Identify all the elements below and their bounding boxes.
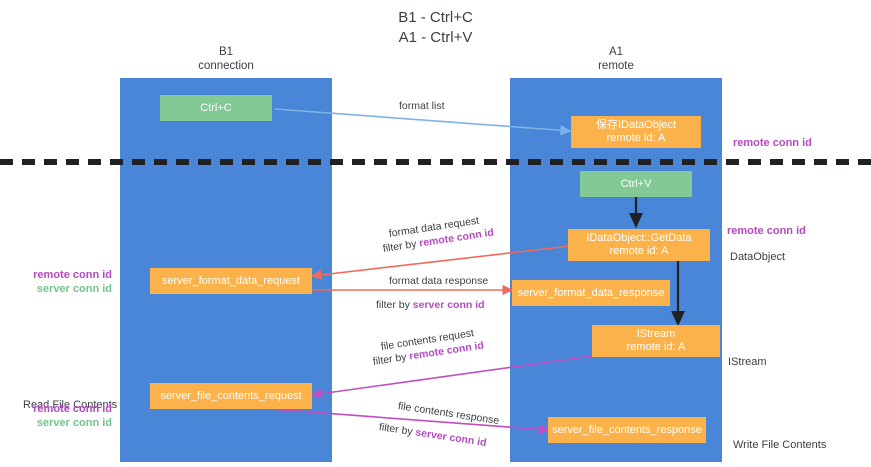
filter-prefix: filter by: [378, 421, 417, 439]
filter-key-server-conn-id: server conn id: [412, 299, 485, 311]
edge-label-format-data-response-text: format data response: [389, 275, 489, 287]
node-save-idataobject-label: 保存IDataObject remote id: A: [595, 119, 677, 144]
node-idataobject-getdata-label: IDataObject::GetData remote id: A: [586, 232, 692, 257]
annotation-left-read-file-contents: Read File Contents: [23, 384, 117, 412]
node-server-format-data-response[interactable]: server_format_data_response: [512, 280, 670, 306]
diagram-title: B1 - Ctrl+C A1 - Ctrl+V: [398, 9, 473, 46]
annotation-left-conn-ids-2: remote conn id server conn id: [0, 402, 112, 430]
filter-key-server-conn-id: server conn id: [414, 426, 488, 449]
node-server-file-contents-request-label: server_file_contents_request: [160, 389, 302, 402]
annotation-left-remote-conn-id: remote conn id: [33, 269, 112, 281]
node-ctrl-v[interactable]: Ctrl+V: [580, 171, 692, 197]
lane-header-b1: B1 connection: [198, 46, 254, 72]
edge-label-format-list: format list: [399, 100, 445, 113]
edge-label-file-contents-response-text: file contents response: [397, 400, 500, 428]
annotation-text: remote conn id: [733, 137, 812, 149]
node-server-file-contents-response[interactable]: server_file_contents_response: [548, 417, 706, 443]
annotation-left-remote-conn-id-2: remote conn id: [33, 403, 112, 415]
node-save-idataobject[interactable]: 保存IDataObject remote id: A: [571, 116, 701, 148]
annotation-right-dataobject: DataObject: [730, 236, 785, 264]
node-idataobject-getdata[interactable]: IDataObject::GetData remote id: A: [568, 229, 710, 261]
node-server-format-data-request-label: server_format_data_request: [161, 274, 301, 287]
edge-label-format-data-response-filter: filter by server conn id: [376, 299, 485, 312]
node-ctrl-c[interactable]: Ctrl+C: [160, 95, 272, 121]
edge-label-format-data-response: format data response: [389, 275, 488, 288]
filter-prefix: filter by: [376, 299, 413, 311]
annotation-right-istream: IStream: [728, 341, 767, 369]
node-server-file-contents-response-label: server_file_contents_response: [552, 423, 702, 436]
annotation-left-conn-ids: remote conn id server conn id: [0, 268, 112, 296]
annotation-text: remote conn id: [727, 225, 806, 237]
annotation-right-remote-conn-id-mid: remote conn id: [727, 210, 806, 238]
filter-prefix: filter by: [372, 350, 411, 368]
annotation-text: Write File Contents: [733, 439, 827, 451]
annotation-text: DataObject: [730, 251, 786, 263]
node-ctrl-c-label: Ctrl+C: [200, 101, 232, 114]
edge-label-file-contents-response: file contents response: [397, 400, 500, 428]
annotation-text: IStream: [728, 356, 767, 368]
lane-header-a1: A1 remote: [598, 46, 634, 72]
node-server-format-data-request[interactable]: server_format_data_request: [150, 268, 312, 294]
node-server-format-data-response-label: server_format_data_response: [517, 286, 665, 299]
annotation-right-write-file-contents: Write File Contents: [733, 424, 826, 452]
node-ctrl-v-label: Ctrl+V: [620, 177, 652, 190]
filter-prefix: filter by: [382, 237, 421, 255]
node-istream[interactable]: IStream remote id: A: [592, 325, 720, 357]
annotation-left-server-conn-id: server conn id: [36, 283, 112, 295]
annotation-left-server-conn-id-2: server conn id: [36, 417, 112, 429]
node-istream-label: IStream remote id: A: [626, 328, 686, 353]
annotation-right-remote-conn-id-top: remote conn id: [733, 122, 812, 150]
edge-label-file-contents-response-filter: filter by server conn id: [378, 421, 487, 450]
node-server-file-contents-request[interactable]: server_file_contents_request: [150, 383, 312, 409]
annotation-text: Read File Contents: [23, 399, 118, 411]
edge-label-format-list-text: format list: [399, 100, 445, 112]
